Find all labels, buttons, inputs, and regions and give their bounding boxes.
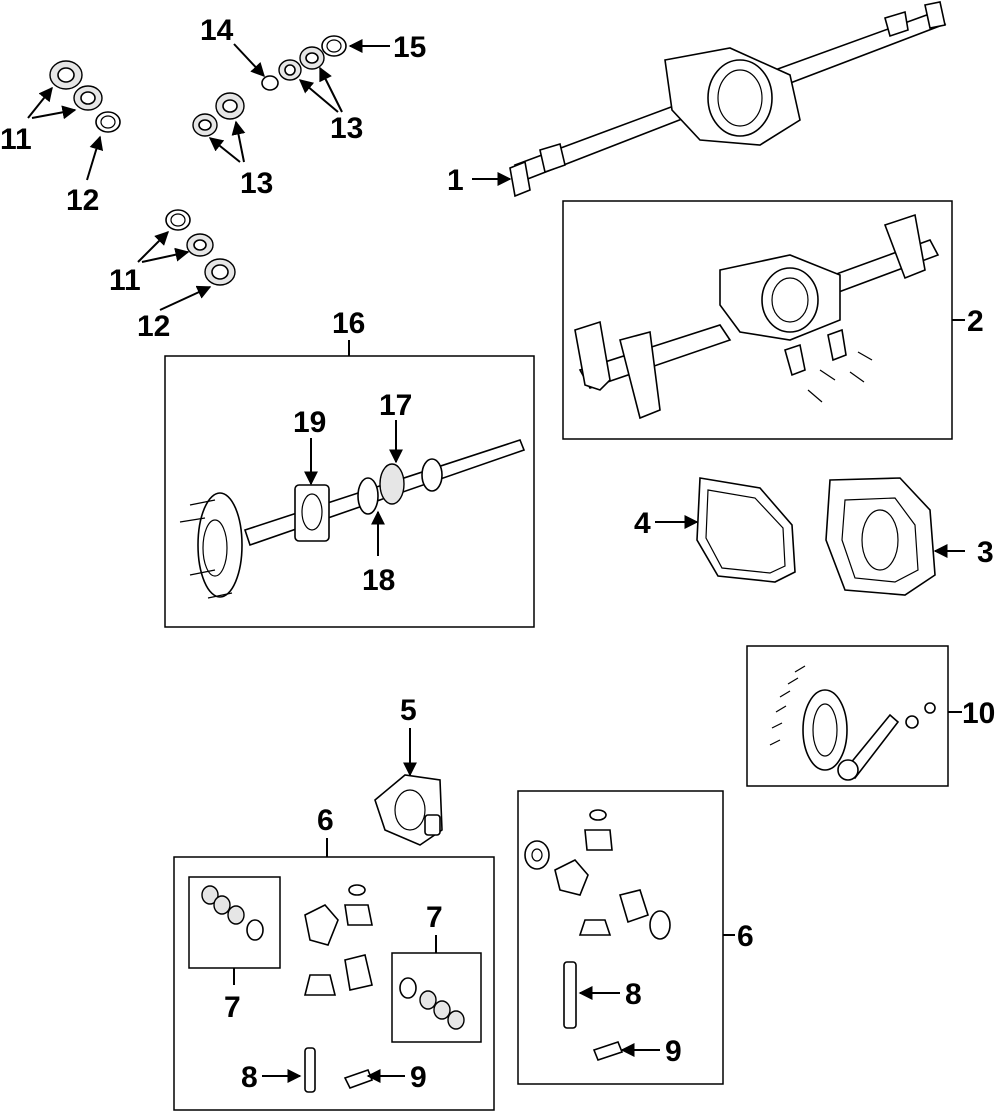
callout-15: 15 <box>393 31 426 64</box>
callout-1: 1 <box>447 164 464 197</box>
cover-gasket <box>696 477 796 583</box>
callout-11-upper: 11 <box>0 123 32 156</box>
bearing-set-lower-left <box>165 209 236 286</box>
ring-pinion-box <box>746 645 949 787</box>
callout-6-right: 6 <box>737 920 754 953</box>
callout-3: 3 <box>977 536 994 569</box>
callout-9-left: 9 <box>410 1061 427 1094</box>
ring-and-pinion-gear-set <box>769 665 936 781</box>
callout-12-upper: 12 <box>66 184 99 217</box>
callout-19: 19 <box>293 406 326 439</box>
callout-10: 10 <box>962 697 995 730</box>
callout-11-lower: 11 <box>109 264 141 297</box>
gear-kit-box-right <box>517 790 724 1085</box>
callout-13-center: 13 <box>240 167 273 200</box>
differential-gears-right <box>524 809 671 1061</box>
callout-6-left: 6 <box>317 804 334 837</box>
callout-9-right: 9 <box>665 1035 682 1068</box>
leader-lines <box>27 39 965 1083</box>
axle-housing-assembly <box>509 1 947 198</box>
callout-16: 16 <box>332 307 365 340</box>
callout-5: 5 <box>400 694 417 727</box>
callout-14: 14 <box>200 14 234 47</box>
callout-7-right: 7 <box>426 901 443 934</box>
callout-2: 2 <box>967 305 984 338</box>
gear-kit-box-left <box>173 856 495 1111</box>
axle-housing-with-brackets <box>574 213 940 420</box>
differential-case <box>374 774 443 846</box>
callout-7-left: 7 <box>224 991 241 1024</box>
differential-cover <box>825 477 936 596</box>
callout-13-right: 13 <box>330 112 363 145</box>
callout-17: 17 <box>379 389 412 422</box>
axle-shaft-assembly <box>179 439 526 599</box>
callout-18: 18 <box>362 564 395 597</box>
callout-12-lower: 12 <box>137 310 170 343</box>
callout-8-right: 8 <box>625 978 642 1011</box>
bearing-set-upper-left <box>49 60 121 133</box>
differential-gears-left <box>201 884 465 1093</box>
bearing-set-center <box>192 35 347 137</box>
callout-numbers: 1 2 3 4 5 6 6 7 7 8 8 9 9 10 11 11 12 12… <box>0 14 995 1094</box>
callout-8-left: 8 <box>241 1061 258 1094</box>
callout-4: 4 <box>634 507 651 540</box>
